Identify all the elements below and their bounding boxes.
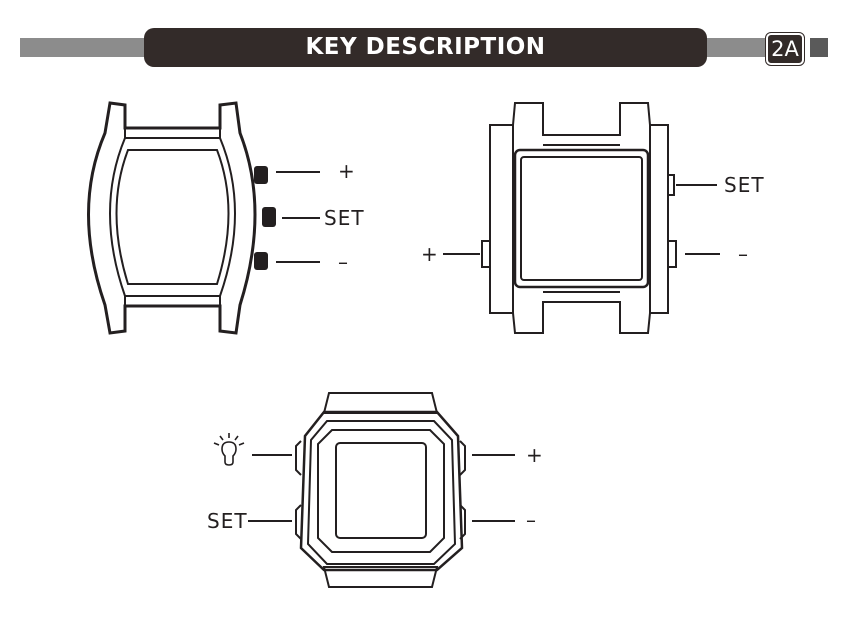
header-bar-end (810, 38, 828, 57)
header-bar-right (700, 38, 768, 57)
digital-set-label: SET (207, 509, 248, 533)
minus-button (254, 252, 268, 270)
tonneau-minus-label: – (338, 250, 349, 274)
tonneau-plus-label: + (338, 159, 356, 183)
digital-plus-label: + (526, 443, 544, 467)
page-title: KEY DESCRIPTION (144, 28, 707, 67)
square-plus-label: + (421, 242, 439, 266)
tonneau-set-label: SET (324, 206, 365, 230)
digital-minus-label: – (526, 508, 537, 532)
plus-button (254, 166, 268, 184)
square-set-label: SET (724, 173, 765, 197)
set-button (262, 207, 276, 227)
square-minus-label: – (738, 242, 749, 266)
square-watch-illustration (443, 102, 720, 334)
page-badge: 2A (765, 32, 805, 66)
digital-watch-illustration (213, 392, 515, 588)
light-bulb-icon (213, 433, 245, 466)
tonneau-watch-illustration (87, 101, 320, 335)
